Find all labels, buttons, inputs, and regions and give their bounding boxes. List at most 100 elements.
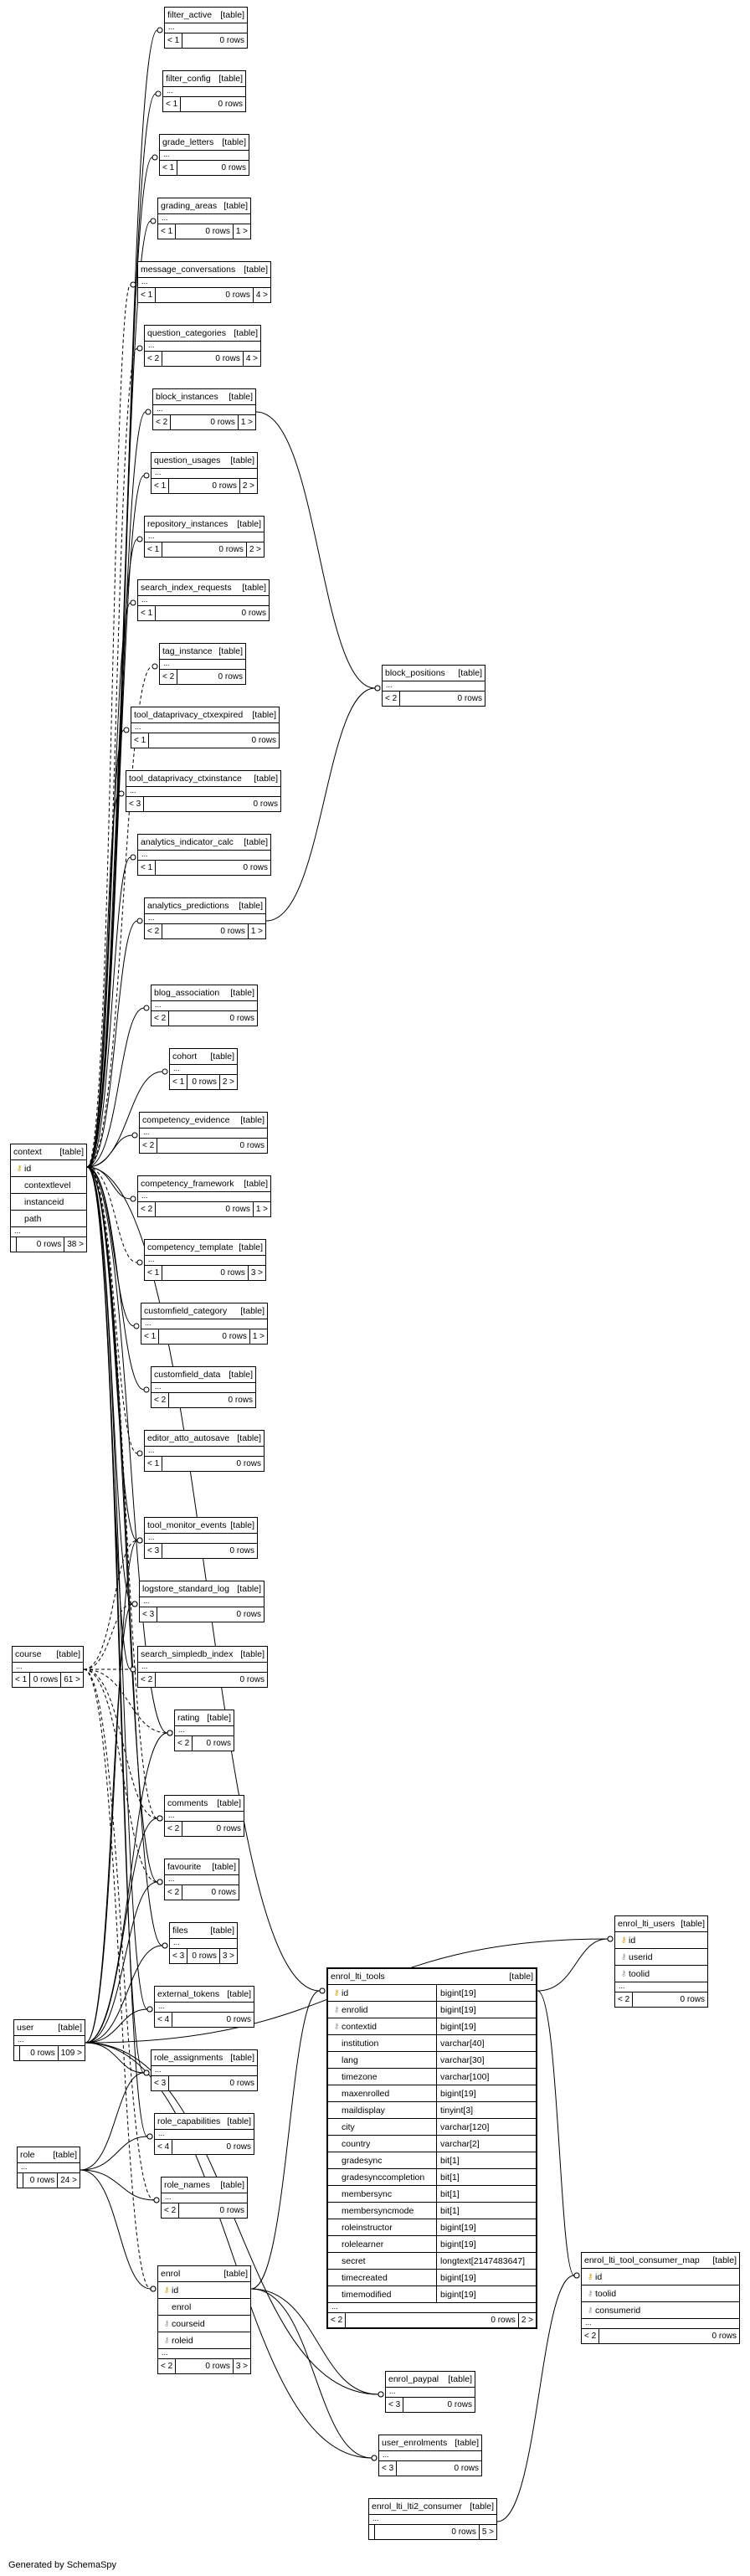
parents-count[interactable]: < 1 bbox=[131, 733, 150, 748]
children-count[interactable]: 1 > bbox=[252, 1332, 265, 1341]
children-count[interactable]: 109 > bbox=[60, 2049, 82, 2058]
children-count[interactable]: 1 > bbox=[255, 1205, 268, 1214]
parents-count[interactable]: < 2 bbox=[582, 2329, 600, 2343]
row-count[interactable]: 0 rows bbox=[171, 415, 239, 429]
row-count[interactable]: 0 rows bbox=[228, 1396, 253, 1405]
parents-count[interactable]: < 1 bbox=[165, 33, 183, 48]
parents-count[interactable]: < 3 bbox=[152, 2076, 170, 2090]
parents-count[interactable]: < 3 bbox=[379, 2461, 398, 2476]
parents-count[interactable]: < 1 bbox=[138, 861, 157, 875]
children-count[interactable]: 2 > bbox=[242, 481, 254, 491]
row-count[interactable]: 0 rows bbox=[162, 924, 249, 938]
row-count[interactable]: 0 rows bbox=[176, 2359, 234, 2373]
parents-count[interactable]: < 2 bbox=[383, 692, 401, 706]
table-enrol-lti-users[interactable]: enrol_lti_users[table]⚷id⚷userid⚷toolid.… bbox=[614, 1915, 708, 2008]
row-count[interactable]: 0 rows bbox=[221, 163, 246, 172]
parents-count[interactable]: < 2 bbox=[138, 1202, 157, 1216]
row-count[interactable]: 0 rows bbox=[251, 736, 276, 745]
parents-count[interactable]: < 2 bbox=[152, 1393, 170, 1407]
row-count[interactable]: 0 rows bbox=[156, 1202, 254, 1216]
parents-count[interactable]: < 3 bbox=[386, 2398, 404, 2412]
children-count[interactable]: 3 > bbox=[250, 1268, 263, 1278]
children-count[interactable]: 2 > bbox=[249, 545, 261, 554]
table-tool-dataprivacy-ctxinstance[interactable]: tool_dataprivacy_ctxinstance[table]...< … bbox=[126, 770, 281, 812]
row-count[interactable]: 0 rows bbox=[17, 1237, 65, 1252]
row-count[interactable]: 0 rows bbox=[219, 2206, 244, 2215]
parents-count[interactable] bbox=[11, 1237, 17, 1252]
row-count[interactable]: 0 rows bbox=[236, 1610, 261, 1619]
parents-count[interactable]: < 1 bbox=[141, 1329, 160, 1344]
row-count[interactable]: 0 rows bbox=[229, 2079, 254, 2088]
row-count[interactable]: 0 rows bbox=[218, 100, 243, 109]
children-count[interactable]: 24 > bbox=[60, 2176, 77, 2185]
parents-count[interactable]: < 2 bbox=[165, 1822, 183, 1836]
children-count[interactable]: 2 > bbox=[521, 2316, 533, 2325]
table-enrol-lti-tool-consumer-map[interactable]: enrol_lti_tool_consumer_map[table]⚷id⚷to… bbox=[581, 2252, 740, 2344]
parents-count[interactable]: < 1 bbox=[145, 542, 163, 557]
parents-count[interactable]: < 1 bbox=[145, 1266, 163, 1280]
children-count[interactable]: 2 > bbox=[222, 1077, 234, 1087]
row-count[interactable]: 0 rows bbox=[236, 1459, 261, 1468]
row-count[interactable]: 0 rows bbox=[162, 1266, 249, 1280]
row-count[interactable]: 0 rows bbox=[226, 2142, 251, 2152]
row-count[interactable]: 0 rows bbox=[243, 863, 268, 872]
row-count[interactable]: 0 rows bbox=[229, 1546, 254, 1555]
parents-count[interactable]: < 2 bbox=[165, 1885, 183, 1900]
parents-count[interactable]: < 1 bbox=[163, 97, 182, 111]
row-count[interactable]: 0 rows bbox=[156, 288, 254, 302]
parents-count[interactable]: < 3 bbox=[170, 1949, 188, 1963]
row-count[interactable]: 0 rows bbox=[711, 2332, 737, 2341]
parents-count[interactable]: < 1 bbox=[152, 479, 170, 493]
children-count[interactable]: 1 > bbox=[250, 927, 263, 936]
row-count[interactable]: 0 rows bbox=[241, 609, 266, 618]
parents-count[interactable]: < 1 bbox=[160, 161, 178, 175]
parents-count[interactable]: < 2 bbox=[152, 1011, 170, 1026]
children-count[interactable]: 4 > bbox=[255, 291, 268, 300]
row-count[interactable]: 0 rows bbox=[375, 2525, 480, 2539]
row-count[interactable]: 0 rows bbox=[159, 1329, 250, 1344]
parents-count[interactable]: < 2 bbox=[615, 1992, 634, 2007]
parents-count[interactable]: < 2 bbox=[138, 1673, 157, 1687]
parents-count[interactable]: < 1 bbox=[145, 1457, 163, 1471]
row-count[interactable]: 0 rows bbox=[454, 2464, 479, 2473]
row-count[interactable]: 0 rows bbox=[239, 1141, 265, 1150]
parents-count[interactable]: < 2 bbox=[175, 1736, 193, 1751]
parents-count[interactable]: < 2 bbox=[153, 415, 172, 429]
parents-count[interactable]: < 2 bbox=[160, 670, 178, 684]
row-count[interactable]: 0 rows bbox=[162, 352, 244, 366]
row-count[interactable]: 0 rows bbox=[447, 2400, 472, 2409]
row-count[interactable]: 0 rows bbox=[219, 36, 244, 45]
parents-count[interactable] bbox=[369, 2525, 375, 2539]
parents-count[interactable]: < 1 bbox=[138, 288, 157, 302]
parents-count[interactable]: < 1 bbox=[158, 224, 177, 239]
row-count[interactable]: 0 rows bbox=[188, 1949, 220, 1963]
parents-count[interactable]: < 1 bbox=[138, 606, 157, 620]
